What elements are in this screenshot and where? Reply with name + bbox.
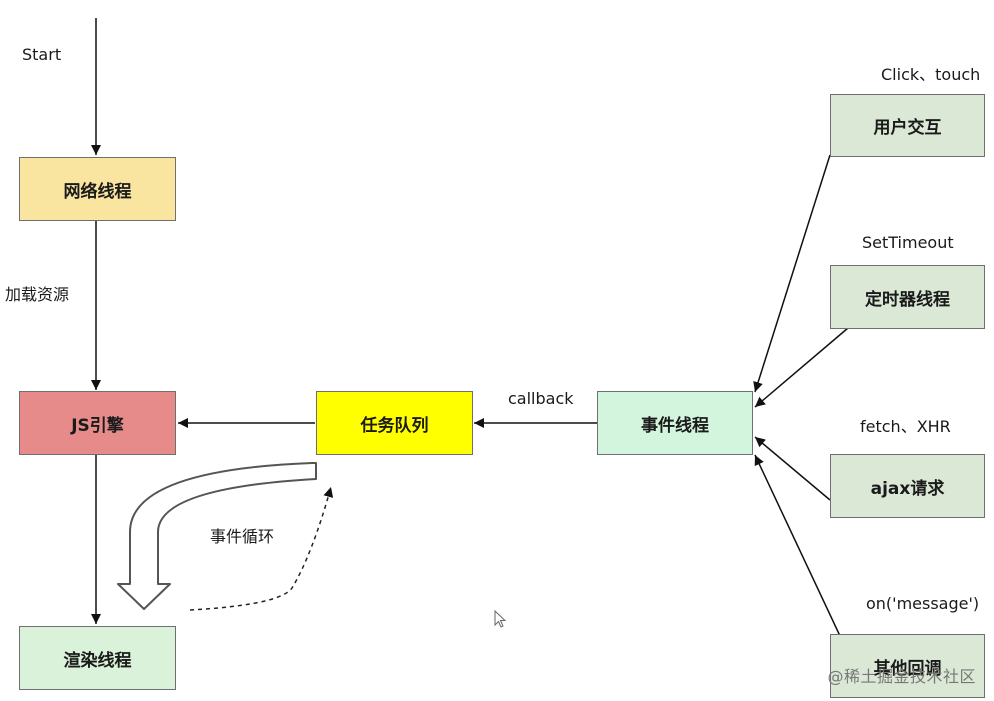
event-loop-dashed-arrow xyxy=(189,486,334,611)
callback-label: callback xyxy=(508,389,574,408)
start-label: Start xyxy=(22,45,62,64)
arrow-timer-to-event xyxy=(754,327,849,408)
network-thread-box: 网络线程 xyxy=(19,157,176,221)
event-thread-box: 事件线程 xyxy=(597,391,753,455)
render-thread-box: 渲染线程 xyxy=(19,626,176,690)
mouse-cursor-icon xyxy=(494,610,507,628)
task-queue-box: 任务队列 xyxy=(316,391,473,455)
arrow-ajax-to-event xyxy=(754,436,831,501)
arrow-user-to-event xyxy=(753,154,831,393)
watermark: @稀土掘金技术社区 xyxy=(827,667,976,686)
event-loop-hollow-arrow xyxy=(117,462,317,610)
other-callbacks-box: 其他回调 xyxy=(830,634,985,698)
timer-thread-box: 定时器线程 xyxy=(830,265,985,329)
js-engine-box: JS引擎 xyxy=(19,391,176,455)
ajax-request-box: ajax请求 xyxy=(830,454,985,518)
arrow-other-to-event xyxy=(754,454,841,637)
load-resources-label: 加载资源 xyxy=(5,285,70,304)
event-loop-label: 事件循环 xyxy=(210,527,275,546)
set-timeout-label: SetTimeout xyxy=(862,233,954,252)
click-touch-label: Click、touch xyxy=(881,65,981,84)
fetch-xhr-label: fetch、XHR xyxy=(860,417,951,436)
on-message-label: on('message') xyxy=(866,594,980,613)
user-interaction-box: 用户交互 xyxy=(830,94,985,157)
